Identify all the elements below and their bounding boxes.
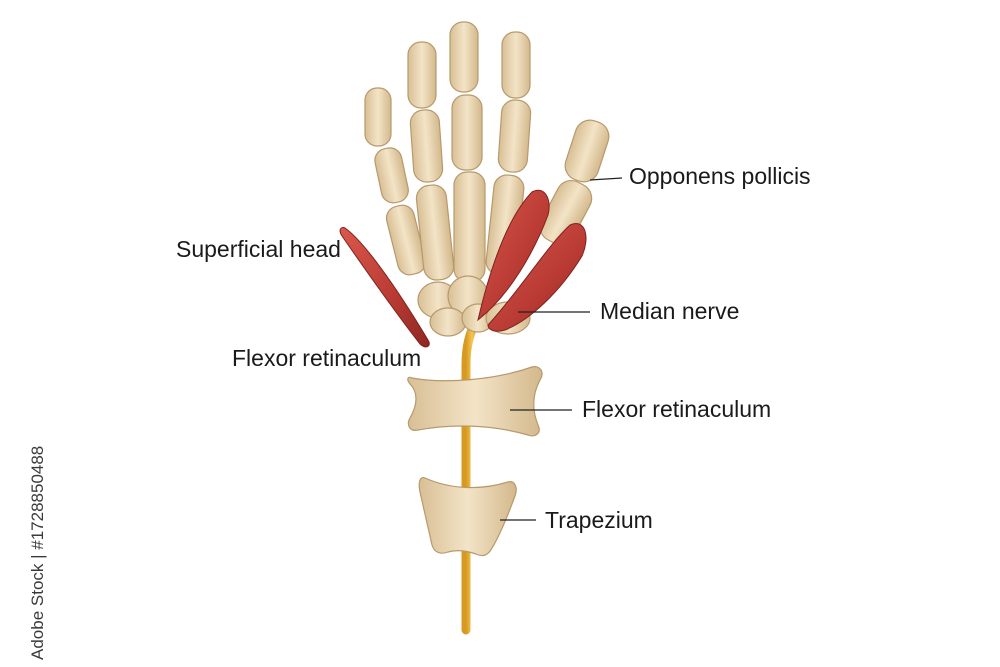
stock-watermark: Adobe Stock | #1728850488: [4, 420, 47, 660]
finger-bones: [364, 21, 610, 283]
thenar-muscles: [477, 189, 587, 332]
flexor-retinaculum-shape: [407, 366, 543, 437]
superficial-head-muscle: [339, 227, 430, 348]
trapezium-label: Trapezium: [545, 507, 653, 533]
median-nerve-label: Median nerve: [600, 298, 740, 324]
opponens-pollicis-label: Opponens pollicis: [629, 163, 811, 189]
leader-lines: [500, 177, 623, 521]
median-nerve-shape: [461, 313, 483, 635]
flexor-retinaculum-right-label: Flexor retinaculum: [582, 396, 772, 422]
stock-watermark-text: Adobe Stock | #1728850488: [28, 445, 47, 660]
superficial-head-label: Superficial head: [176, 236, 341, 262]
flexor-retinaculum-left-label: Flexor retinaculum: [232, 345, 422, 371]
trapezium-shape: [418, 477, 517, 557]
